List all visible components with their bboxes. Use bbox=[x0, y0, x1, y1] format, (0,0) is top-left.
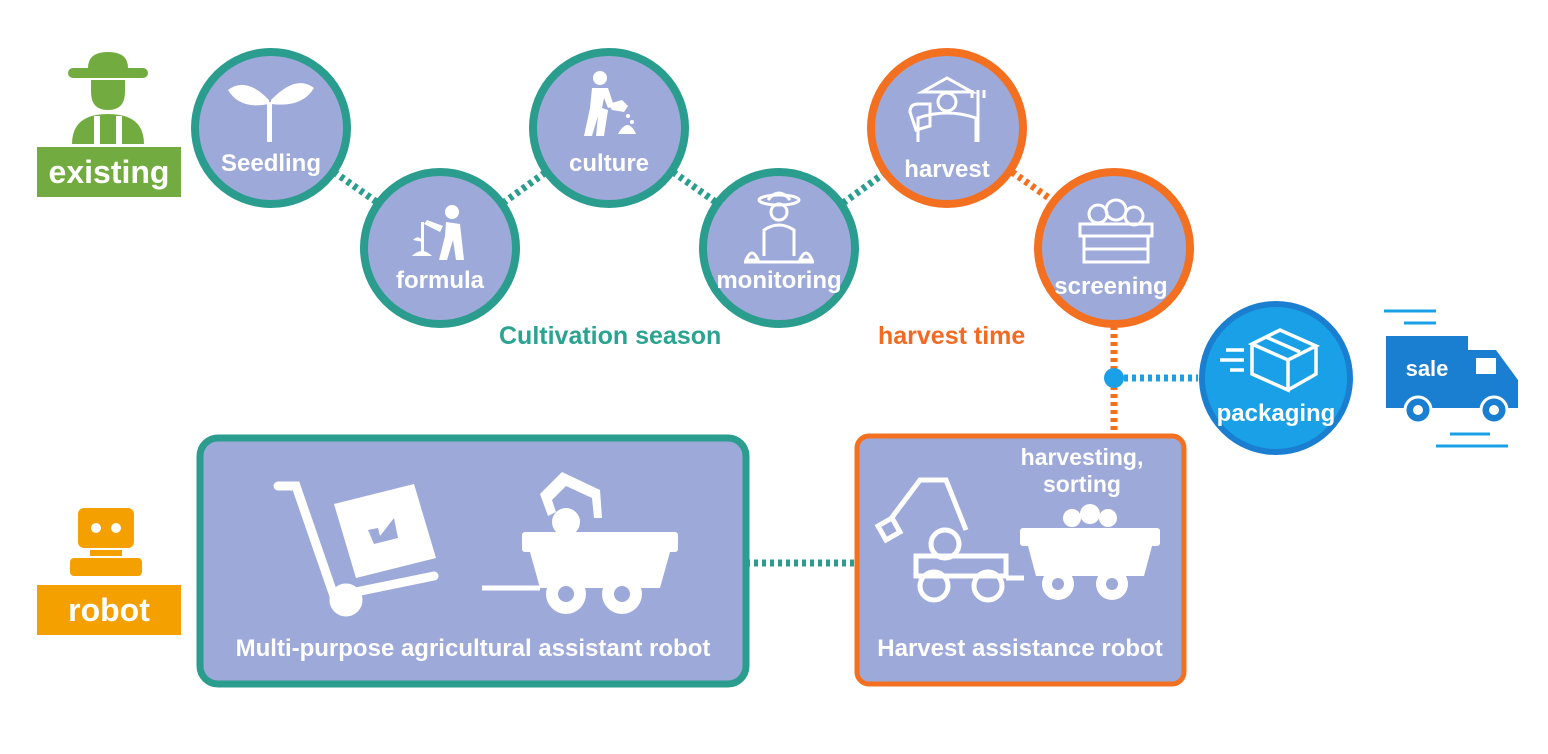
node-sale: sale bbox=[1384, 309, 1518, 448]
farmer-avatar-icon bbox=[68, 52, 148, 144]
robot-tag: robot bbox=[37, 585, 181, 635]
harvest-time-label: harvest time bbox=[878, 322, 1026, 350]
node-harvest: harvest bbox=[867, 48, 1027, 208]
connector-formula-culture bbox=[500, 169, 549, 206]
connector-monitoring-harvest bbox=[840, 169, 889, 206]
sprout-icon bbox=[228, 83, 314, 142]
robot-note-line2: sorting bbox=[1043, 471, 1121, 497]
node-label: monitoring bbox=[716, 267, 841, 294]
robot-label: Harvest assistance robot bbox=[877, 635, 1162, 662]
robot-arm-icon bbox=[874, 477, 1024, 603]
connector-harvest-screening bbox=[1009, 169, 1059, 206]
node-label: culture bbox=[569, 150, 649, 177]
robot-multi-purpose: Multi-purpose agricultural assistant rob… bbox=[196, 434, 750, 688]
node-label: Seedling bbox=[221, 150, 321, 177]
produce-crate-icon bbox=[1078, 198, 1154, 264]
robot-harvest-assistance: harvesting, sorting Harvest assistance r… bbox=[854, 433, 1187, 687]
planting-farmer-icon bbox=[412, 205, 464, 260]
node-formula: formula bbox=[360, 168, 520, 328]
farmer-crops-icon bbox=[743, 191, 815, 264]
node-seedling: Seedling bbox=[191, 48, 351, 208]
node-label: harvest bbox=[904, 156, 989, 183]
junction-dot bbox=[1104, 368, 1124, 388]
robot-note-line1: harvesting, bbox=[1021, 444, 1144, 470]
package-box-icon bbox=[1220, 328, 1321, 393]
connector-seedling-formula bbox=[331, 169, 381, 206]
existing-tag: existing bbox=[37, 147, 181, 197]
connectors bbox=[331, 169, 1198, 567]
node-culture: culture bbox=[529, 48, 689, 208]
connector-culture-monitoring bbox=[670, 169, 720, 206]
node-label: formula bbox=[396, 267, 485, 294]
harvesting-farmer-icon bbox=[908, 76, 986, 142]
box-icon bbox=[334, 484, 436, 578]
node-monitoring: monitoring bbox=[699, 168, 859, 328]
node-label: sale bbox=[1406, 356, 1449, 381]
robot-cart-icon bbox=[482, 472, 678, 614]
node-packaging: packaging bbox=[1199, 301, 1353, 455]
harvest-cart-icon bbox=[1020, 504, 1160, 600]
cultivation-season-label: Cultivation season bbox=[499, 322, 722, 350]
delivery-truck-icon bbox=[1384, 309, 1518, 448]
node-label: packaging bbox=[1217, 400, 1336, 427]
node-label: screening bbox=[1054, 273, 1167, 300]
watering-farmer-icon bbox=[584, 71, 636, 136]
robot-label: Multi-purpose agricultural assistant rob… bbox=[236, 635, 711, 662]
hand-truck-icon bbox=[273, 481, 439, 617]
robot-avatar-icon bbox=[70, 508, 142, 576]
node-screening: screening bbox=[1034, 168, 1194, 328]
